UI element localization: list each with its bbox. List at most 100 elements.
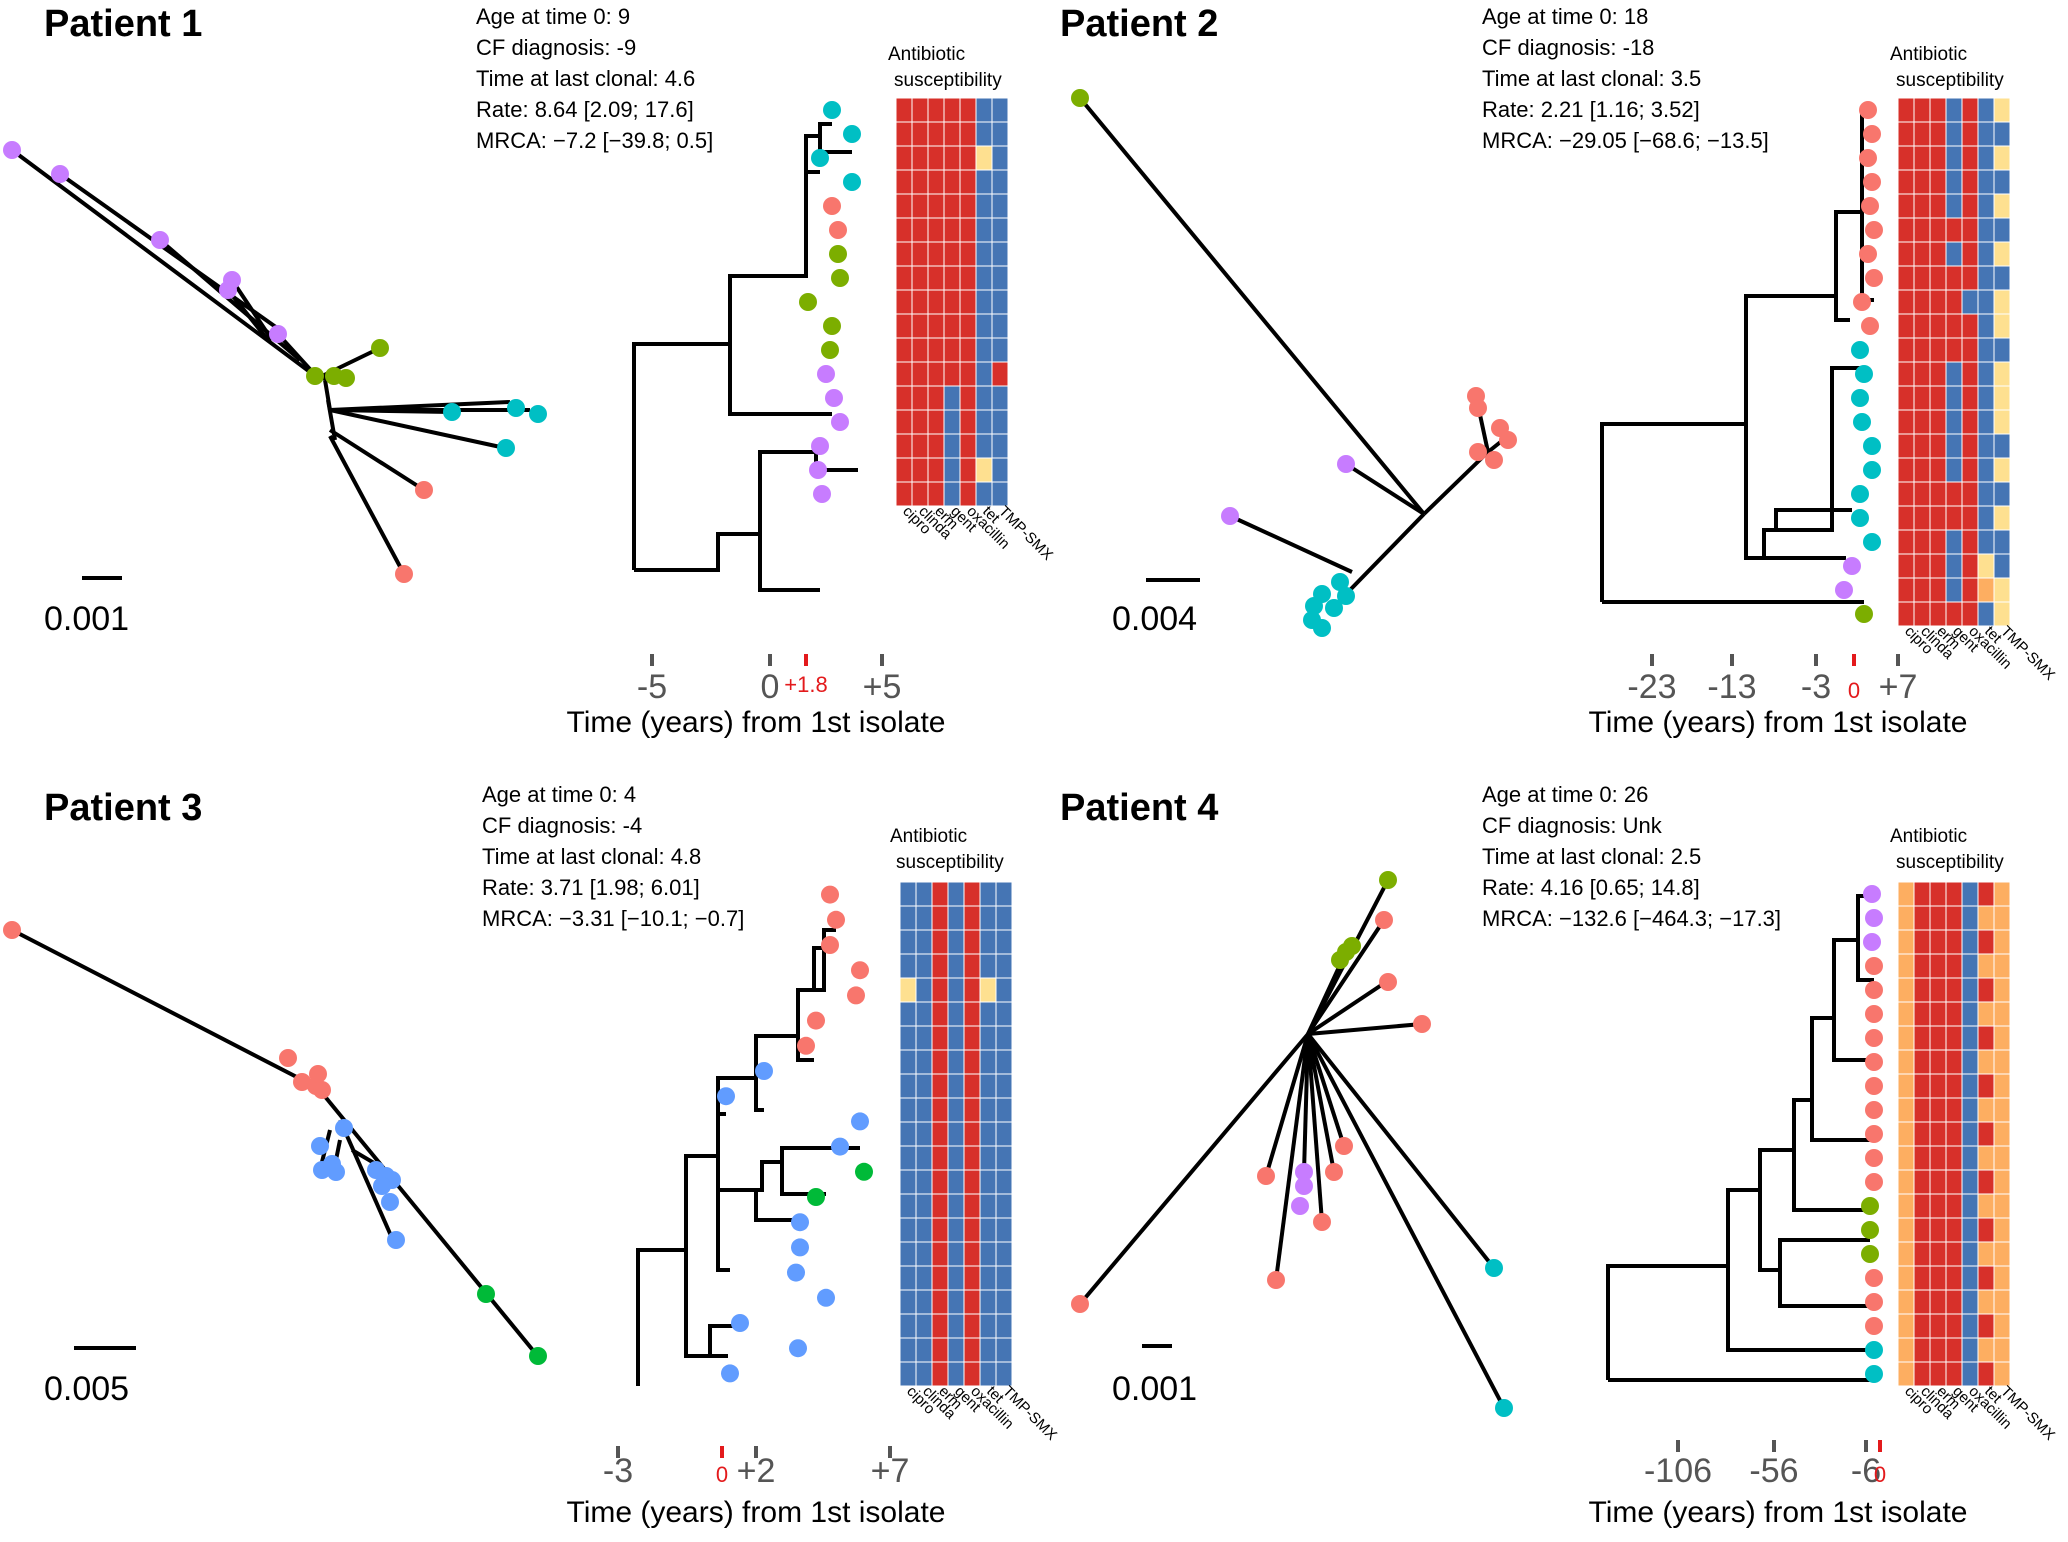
heatmap-cell <box>1977 1049 1995 1075</box>
tree-tip <box>1865 981 1883 999</box>
heatmap-cell <box>943 337 961 363</box>
tree-tip <box>1861 1197 1879 1215</box>
heatmap-cell <box>1977 457 1995 483</box>
heatmap-cell <box>947 1049 965 1075</box>
tree-tip <box>1863 173 1881 191</box>
heatmap-cell <box>975 145 993 171</box>
heatmap-cell <box>895 361 913 387</box>
heatmap-cell <box>943 217 961 243</box>
heatmap-cell <box>1977 337 1995 363</box>
heatmap-cell <box>963 1193 981 1219</box>
heatmap-cell <box>1929 1241 1947 1267</box>
heatmap-cell <box>963 1073 981 1099</box>
heatmap-cell <box>979 1289 997 1315</box>
heatmap-cell <box>1993 881 2011 907</box>
tree-tip <box>851 961 869 980</box>
heatmap-cell <box>1961 289 1979 315</box>
heatmap-cell <box>915 1169 933 1195</box>
heatmap-cell <box>991 457 1009 483</box>
tree-tip <box>1865 1029 1883 1047</box>
heatmap-cell <box>975 457 993 483</box>
heatmap-cell <box>1897 1121 1915 1147</box>
heatmap-cell <box>991 361 1009 387</box>
tick-label: -23 <box>1627 668 1676 706</box>
tree-tip <box>791 1238 809 1257</box>
patient-4-panel: Patient 4 Age at time 0: 26 CF diagnosis… <box>1060 782 2058 1529</box>
unrooted-tree <box>1078 96 1510 592</box>
info-block: Age at time 0: 9 CF diagnosis: -9 Time a… <box>476 4 713 153</box>
heatmap-cell <box>931 905 949 931</box>
heatmap-cell <box>1945 1217 1963 1243</box>
heatmap-cell <box>1961 1193 1979 1219</box>
heatmap-cell <box>1913 457 1931 483</box>
heatmap-cell <box>927 97 945 123</box>
heatmap-cell <box>947 905 965 931</box>
heatmap-cell <box>1913 601 1931 627</box>
heatmap-cell <box>943 289 961 315</box>
heatmap-cell <box>979 977 997 1003</box>
heatmap-cell <box>959 241 977 267</box>
heatmap-cell <box>995 1193 1013 1219</box>
heatmap-cell <box>1993 385 2011 411</box>
tree-tip <box>1855 365 1873 383</box>
heatmap-cell <box>995 1001 1013 1027</box>
heatmap-cell <box>899 929 917 955</box>
heatmap-cell <box>931 1145 949 1171</box>
tree-tip <box>827 910 845 929</box>
heatmap-cell <box>975 337 993 363</box>
tree-tip <box>843 125 861 143</box>
tree-tip <box>1865 1149 1883 1167</box>
heatmap-cell <box>1897 1289 1915 1315</box>
heatmap-cell <box>1977 601 1995 627</box>
tree-tip <box>829 245 847 263</box>
heatmap-cell <box>927 265 945 291</box>
heatmap-cell <box>991 145 1009 171</box>
heatmap-cell <box>1913 1361 1931 1387</box>
heatmap-cell <box>1913 433 1931 459</box>
heatmap-cell <box>1993 1097 2011 1123</box>
heatmap-cell <box>1993 457 2011 483</box>
heatmap-cell <box>1945 1337 1963 1363</box>
info-clonal: Time at last clonal: 2.5 <box>1482 844 1701 869</box>
heatmap-cell <box>899 1289 917 1315</box>
heatmap-cell <box>1945 1169 1963 1195</box>
heatmap-cell <box>979 1265 997 1291</box>
tree-tip <box>1851 341 1869 359</box>
info-rate: Rate: 2.21 [1.16; 3.52] <box>1482 97 1700 122</box>
heatmap-cell <box>1929 1049 1947 1075</box>
heatmap-cell <box>1913 529 1931 555</box>
heatmap-cell <box>1977 265 1995 291</box>
dated-tree <box>636 928 860 1386</box>
heatmap-cell <box>979 1241 997 1267</box>
heatmap-title-line2: susceptibility <box>894 70 1002 91</box>
heatmap-cell <box>1961 217 1979 243</box>
tree-tip <box>843 173 861 191</box>
heatmap-cell <box>1897 145 1915 171</box>
heatmap-cell <box>1961 265 1979 291</box>
heatmap-cell <box>991 313 1009 339</box>
tree-tip <box>1853 413 1871 431</box>
heatmap-cell <box>963 1289 981 1315</box>
heatmap-cell <box>979 881 997 907</box>
info-cf: CF diagnosis: -18 <box>1482 35 1654 60</box>
heatmap-cell <box>1977 1265 1995 1291</box>
heatmap-cell <box>1897 457 1915 483</box>
heatmap-cell <box>1929 241 1947 267</box>
heatmap-cell <box>995 905 1013 931</box>
tree-tip <box>1851 509 1869 527</box>
heatmap-cell <box>959 217 977 243</box>
dated-tree <box>632 122 858 592</box>
heatmap-cell <box>899 1145 917 1171</box>
heatmap-cell <box>1897 1265 1915 1291</box>
heatmap-cell <box>1993 1217 2011 1243</box>
heatmap-cell <box>1913 1289 1931 1315</box>
heatmap-cell <box>991 265 1009 291</box>
heatmap-cell <box>1977 241 1995 267</box>
heatmap-cell <box>1913 1025 1931 1051</box>
heatmap-cell <box>899 977 917 1003</box>
heatmap-cell <box>1897 313 1915 339</box>
tree-tip <box>1865 221 1883 239</box>
heatmap-cell <box>1929 1097 1947 1123</box>
heatmap-cell <box>1961 1361 1979 1387</box>
